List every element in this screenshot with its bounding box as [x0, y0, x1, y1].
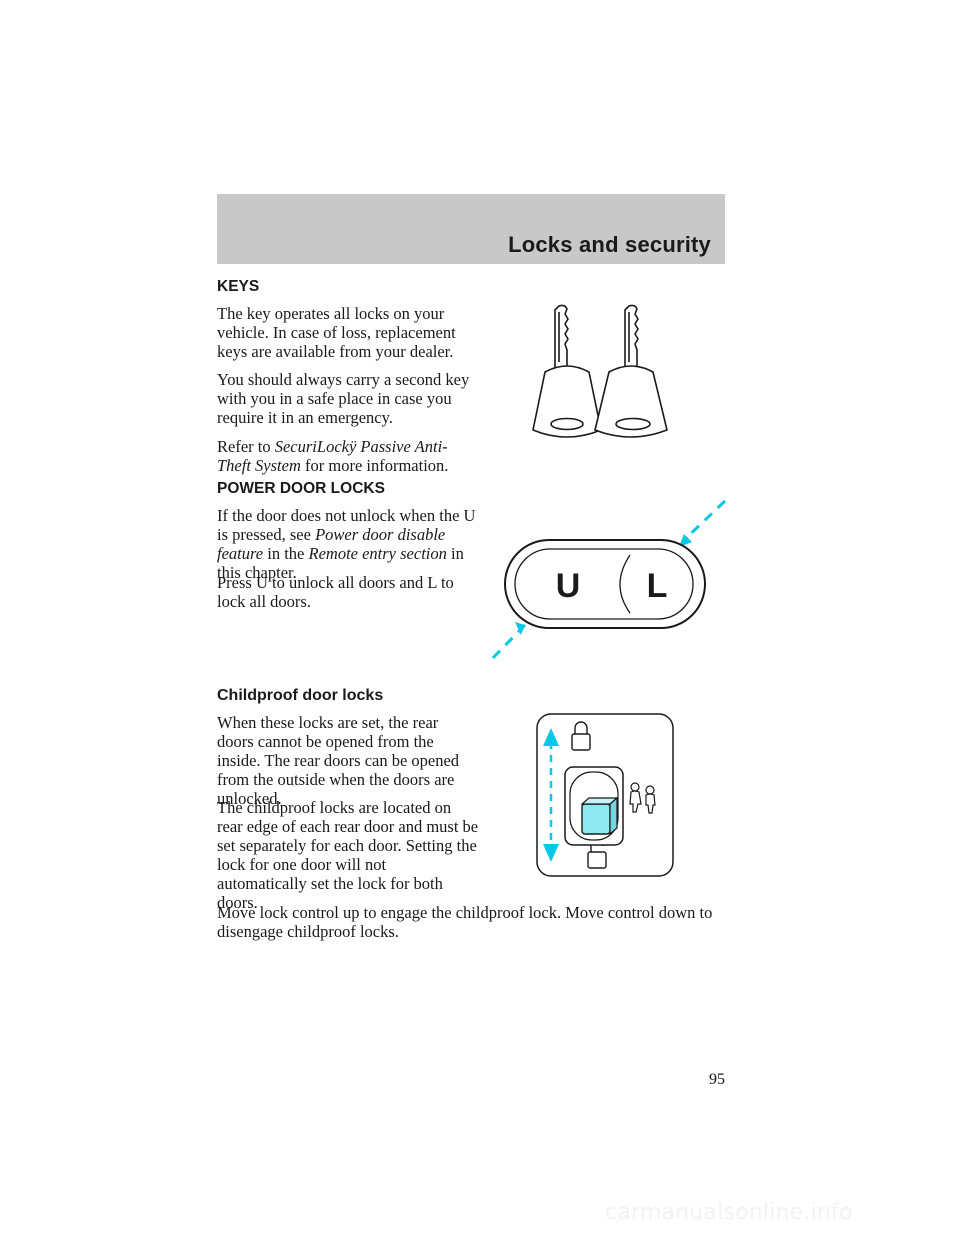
power-door-locks-paragraph-2: Press U to unlock all doors and L to loc… [217, 573, 454, 611]
power-door-text-3: in this chapter. [217, 544, 464, 582]
footer-watermark: carmanualsonline.info [605, 1200, 853, 1225]
keys-heading: KEYS [217, 278, 260, 295]
arrow-up-icon [515, 622, 525, 635]
unlock-u-label[interactable]: U [556, 567, 581, 605]
power-door-locks-heading: POWER DOOR LOCKS [217, 480, 385, 497]
childproof-paragraph-2: The childproof locks are located on rear… [217, 798, 479, 912]
remote-entry-reference: Remote entry section [308, 544, 447, 563]
arrow-up-icon [543, 728, 559, 746]
child-figures-icon [629, 782, 656, 814]
power-door-text-1: If the door does not unlock when the U i… [217, 506, 476, 544]
key-icon [532, 304, 602, 438]
section-header-band: Locks and security [217, 194, 725, 264]
switch-outer-bezel [504, 539, 706, 629]
keys-paragraph-3: Refer to SecuriLockÿ Passive Anti-Theft … [217, 437, 479, 475]
locked-padlock-icon [571, 721, 591, 751]
arrow-down-icon [543, 844, 559, 862]
page-number: 95 [709, 1071, 725, 1088]
two-keys-illustration [532, 304, 668, 438]
more-info-text: for more information. [305, 456, 449, 475]
power-door-disable-reference: Power door disable feature [217, 525, 446, 563]
refer-to-text: Refer to [217, 437, 271, 456]
switch-divider [619, 554, 631, 614]
power-door-text-2: in the [267, 544, 305, 563]
childproof-lock-slider[interactable] [581, 803, 611, 835]
key-icon [594, 304, 668, 438]
childproof-lock-illustration [536, 713, 674, 877]
keys-paragraph-2: You should always carry a second key wit… [217, 370, 470, 427]
securilock-reference: SecuriLock [274, 437, 349, 456]
childproof-paragraph-3: Move lock control up to engage the child… [217, 903, 713, 941]
arrow-up-icon [679, 534, 692, 547]
lock-l-label[interactable]: L [647, 567, 668, 605]
section-title: Locks and security [508, 232, 711, 257]
slider-side-face [609, 796, 618, 836]
passive-anti-theft-reference: Passive Anti-Theft System [217, 437, 448, 475]
power-lock-switch-illustration: U L [486, 499, 727, 665]
trademark-symbol: ÿ [348, 437, 357, 456]
keys-paragraph-1: The key operates all locks on your vehic… [217, 304, 456, 361]
childproof-paragraph-1: When these locks are set, the rear doors… [217, 713, 460, 808]
switch-inner-bezel [514, 548, 694, 620]
childproof-heading: Childproof door locks [217, 687, 384, 704]
cyan-arrow-line [680, 499, 727, 544]
power-door-locks-paragraph-1: If the door does not unlock when the U i… [217, 506, 479, 582]
cyan-arrow-line [486, 623, 527, 665]
